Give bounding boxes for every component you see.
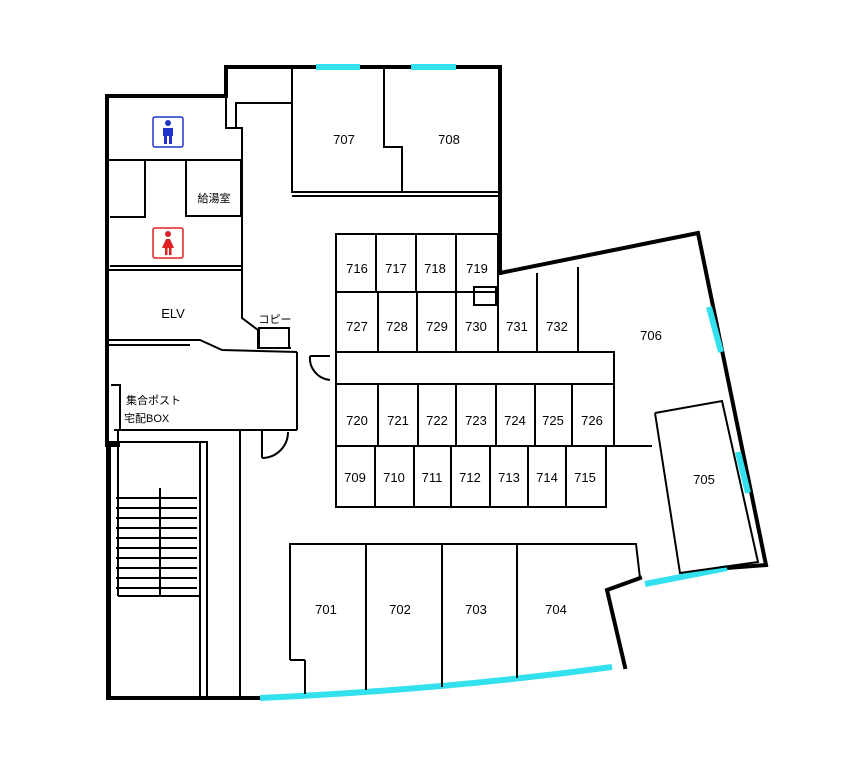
room-731-label: 731 — [506, 319, 528, 334]
mailbox-label: 集合ポスト — [126, 393, 181, 407]
room-labels: 707 708 給湯室 ELV コピー 集合ポスト 宅配BOX 716 717 … — [124, 132, 715, 617]
windows — [259, 64, 751, 701]
room-711-label: 711 — [422, 470, 443, 485]
room-713-label: 713 — [498, 470, 520, 485]
room-719-label: 719 — [466, 261, 488, 276]
female-restroom-icon — [152, 227, 184, 259]
room-716-label: 716 — [346, 261, 368, 276]
interior-walls — [107, 68, 500, 699]
room-718-label: 718 — [424, 261, 446, 276]
room-732-label: 732 — [546, 319, 568, 334]
kitchenette-label: 給湯室 — [198, 191, 231, 205]
stair-treads — [116, 488, 197, 596]
room-block-east — [577, 267, 760, 575]
room-720-label: 720 — [346, 413, 368, 428]
room-726-label: 726 — [581, 413, 603, 428]
room-block-701-704 — [289, 543, 641, 694]
room-722-label: 722 — [426, 413, 448, 428]
room-712-label: 712 — [459, 470, 481, 485]
room-block-center — [335, 351, 652, 447]
room-701-label: 701 — [315, 602, 337, 617]
room-710-label: 710 — [383, 470, 405, 485]
delivery-box-label: 宅配BOX — [124, 411, 170, 425]
room-729-label: 729 — [426, 319, 448, 334]
male-restroom-icon — [152, 116, 184, 148]
room-715-label: 715 — [574, 470, 596, 485]
room-725-label: 725 — [542, 413, 564, 428]
room-717-label: 717 — [385, 261, 407, 276]
outer-walls — [105, 65, 769, 700]
room-702-label: 702 — [389, 602, 411, 617]
elevator-label: ELV — [161, 306, 185, 321]
room-706-label: 706 — [640, 328, 662, 343]
room-730-label: 730 — [465, 319, 487, 334]
room-727-label: 727 — [346, 319, 368, 334]
room-705-label: 705 — [693, 472, 715, 487]
room-block-731-732 — [497, 267, 579, 353]
room-block-south — [335, 446, 607, 508]
room-714-label: 714 — [536, 470, 558, 485]
room-728-label: 728 — [386, 319, 408, 334]
room-723-label: 723 — [465, 413, 487, 428]
room-block-north — [335, 233, 499, 353]
room-708-label: 708 — [438, 132, 460, 147]
copy-label: コピー — [259, 313, 292, 326]
room-709-label: 709 — [344, 470, 366, 485]
room-703-label: 703 — [465, 602, 487, 617]
room-721-label: 721 — [387, 413, 409, 428]
room-724-label: 724 — [504, 413, 526, 428]
room-707-label: 707 — [333, 132, 355, 147]
room-704-label: 704 — [545, 602, 567, 617]
